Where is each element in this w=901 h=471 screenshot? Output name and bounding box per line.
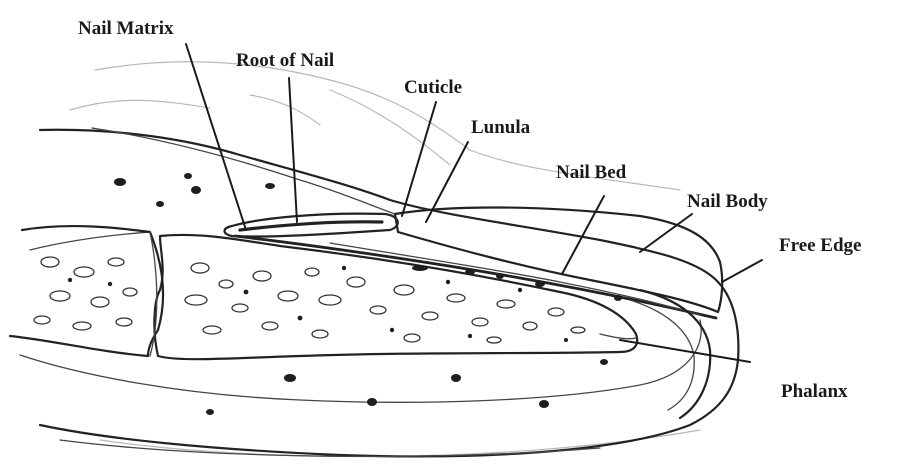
bone-texture [34,257,585,343]
finger-tissue [20,128,738,456]
phalanx-tip [600,334,636,339]
label-cuticle: Cuticle [404,77,462,98]
leader-root-of-nail [289,78,297,222]
nail-structure [225,207,723,418]
nail-wrap-inner [630,300,694,410]
leader-free-edge [722,260,762,282]
dermis-line [30,232,150,250]
label-nail-matrix: Nail Matrix [78,18,174,39]
label-lunula: Lunula [471,117,531,138]
label-phalanx: Phalanx [781,381,848,402]
leader-phalanx [620,340,750,362]
leader-lunula [426,142,468,222]
label-nail-bed: Nail Bed [556,162,627,183]
label-nail-body: Nail Body [687,191,768,212]
leader-cuticle [402,102,436,216]
nail-root-dark [240,222,382,230]
leader-lines [186,44,762,362]
label-free-edge: Free Edge [779,235,862,256]
label-root-of-nail: Root of Nail [236,50,334,71]
finger-outer-outline [40,130,738,457]
nail-plate [395,207,722,312]
middle-phalanx-outline [10,226,163,356]
skin-fold-top [92,128,395,214]
leader-nail-body [640,214,692,252]
skin-inner-layer [20,320,701,402]
leader-nail-matrix [186,44,246,230]
